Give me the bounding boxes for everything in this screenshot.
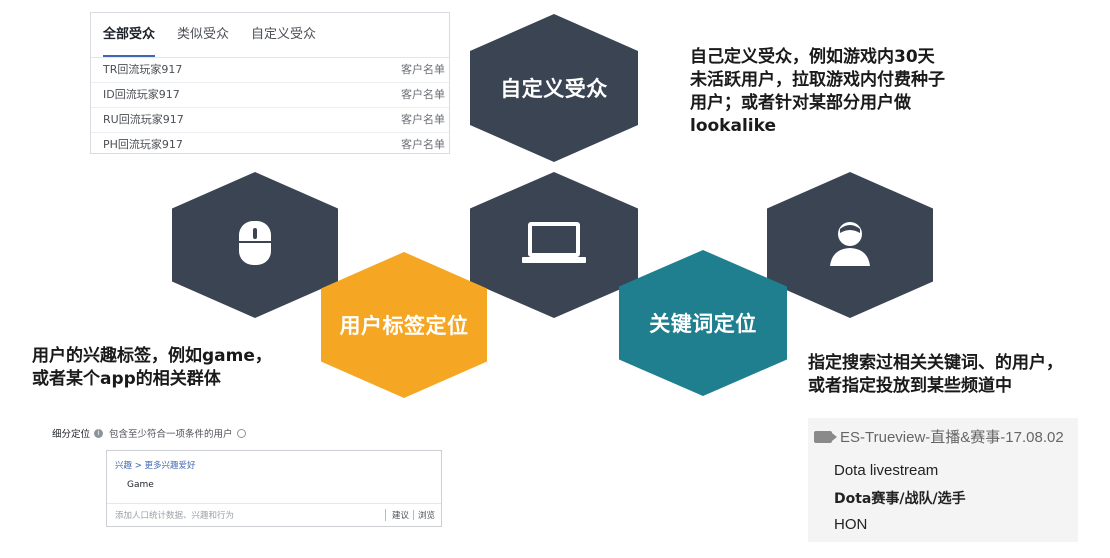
hex-user-tag-label: 用户标签定位 bbox=[339, 314, 469, 338]
description-line: 未活跃用户，拉取游戏内付费种子 bbox=[690, 70, 945, 90]
custom-audience-description: 自己定义受众，例如游戏内30天 未活跃用户，拉取游戏内付费种子 用户；或者针对某… bbox=[690, 46, 1020, 138]
info-icon[interactable]: i bbox=[94, 428, 104, 438]
hex-keyword-label: 关键词定位 bbox=[649, 312, 757, 336]
targeting-label: 细分定位 bbox=[52, 429, 91, 440]
tab-custom-audiences[interactable]: 自定义受众 bbox=[251, 27, 317, 42]
audience-tabs: 全部受众 类似受众 自定义受众 bbox=[91, 13, 449, 58]
hex-custom-audience: 自定义受众 bbox=[470, 14, 638, 162]
description-line: lookalike bbox=[690, 116, 776, 136]
targeting-hint: 包含至少符合一项条件的用户 bbox=[109, 429, 233, 440]
search-placeholder: 添加人口统计数据、兴趣和行为 bbox=[115, 511, 235, 521]
info-icon[interactable] bbox=[236, 428, 246, 438]
list-item[interactable]: HON bbox=[834, 516, 868, 533]
targeting-header: 细分定位 i 包含至少符合一项条件的用户 bbox=[52, 426, 397, 440]
trueview-header: ES-Trueview-直播&赛事-17.08.02 bbox=[814, 426, 1064, 447]
description-line: 或者指定投放到某些频道中 bbox=[808, 376, 1012, 396]
list-item[interactable]: TR回流玩家917 客户名单 bbox=[91, 58, 449, 83]
audience-name: PH回流玩家917 bbox=[103, 138, 183, 151]
breadcrumb[interactable]: 兴趣 > 更多兴趣爱好 bbox=[115, 461, 196, 471]
trueview-title: ES-Trueview-直播&赛事-17.08.02 bbox=[840, 429, 1064, 446]
user-icon bbox=[826, 219, 874, 272]
description-line: 自己定义受众，例如游戏内30天 bbox=[690, 47, 935, 67]
video-camera-icon bbox=[814, 430, 837, 443]
divider bbox=[412, 510, 414, 520]
targeting-actions: 建议 浏览 bbox=[384, 509, 435, 521]
user-tag-description: 用户的兴趣标签，例如game， 或者某个app的相关群体 bbox=[32, 345, 332, 391]
description-line: 指定搜索过相关关键词、的用户， bbox=[808, 353, 1063, 373]
audience-type: 客户名单 bbox=[401, 138, 445, 151]
list-item[interactable]: RU回流玩家917 客户名单 bbox=[91, 108, 449, 133]
audience-name: TR回流玩家917 bbox=[103, 63, 183, 76]
browse-button[interactable]: 浏览 bbox=[417, 511, 435, 521]
audience-type: 客户名单 bbox=[401, 113, 445, 126]
list-item[interactable]: Dota livestream bbox=[834, 462, 939, 479]
divider bbox=[384, 509, 386, 521]
hex-custom-audience-label: 自定义受众 bbox=[500, 77, 608, 101]
description-line: 或者某个app的相关群体 bbox=[32, 369, 221, 389]
targeting-search-input[interactable]: 添加人口统计数据、兴趣和行为 建议 浏览 bbox=[107, 503, 441, 526]
audience-type: 客户名单 bbox=[401, 88, 445, 101]
hex-user-tag: 用户标签定位 bbox=[321, 252, 487, 398]
detailed-targeting-panel: 细分定位 i 包含至少符合一项条件的用户 兴趣 > 更多兴趣爱好 Game 添加… bbox=[52, 426, 442, 536]
hex-user bbox=[767, 172, 933, 318]
keyword-description: 指定搜索过相关关键词、的用户， 或者指定投放到某些频道中 bbox=[808, 352, 1108, 398]
tab-all-audiences[interactable]: 全部受众 bbox=[103, 13, 156, 57]
audience-panel: 全部受众 类似受众 自定义受众 TR回流玩家917 客户名单 ID回流玩家917… bbox=[90, 12, 450, 154]
list-item[interactable]: ID回流玩家917 客户名单 bbox=[91, 83, 449, 108]
hex-mouse bbox=[172, 172, 338, 318]
mouse-icon bbox=[238, 220, 272, 271]
list-item[interactable]: PH回流玩家917 客户名单 bbox=[91, 133, 449, 153]
trueview-panel: ES-Trueview-直播&赛事-17.08.02 Dota livestre… bbox=[808, 418, 1078, 542]
audience-type: 客户名单 bbox=[401, 63, 445, 76]
list-item[interactable]: Dota赛事/战队/选手 bbox=[834, 491, 966, 507]
hex-keyword: 关键词定位 bbox=[619, 250, 787, 396]
description-line: 用户；或者针对某部分用户做 bbox=[690, 93, 911, 113]
tab-lookalike-audiences[interactable]: 类似受众 bbox=[177, 27, 230, 42]
hex-laptop bbox=[470, 172, 638, 318]
targeting-box: 兴趣 > 更多兴趣爱好 Game 添加人口统计数据、兴趣和行为 建议 浏览 bbox=[106, 450, 442, 527]
suggest-button[interactable]: 建议 bbox=[391, 511, 409, 521]
description-line: 用户的兴趣标签，例如game， bbox=[32, 346, 272, 366]
audience-name: ID回流玩家917 bbox=[103, 88, 180, 101]
laptop-icon bbox=[521, 221, 587, 270]
audience-name: RU回流玩家917 bbox=[103, 113, 184, 126]
selected-interest[interactable]: Game bbox=[127, 480, 154, 490]
